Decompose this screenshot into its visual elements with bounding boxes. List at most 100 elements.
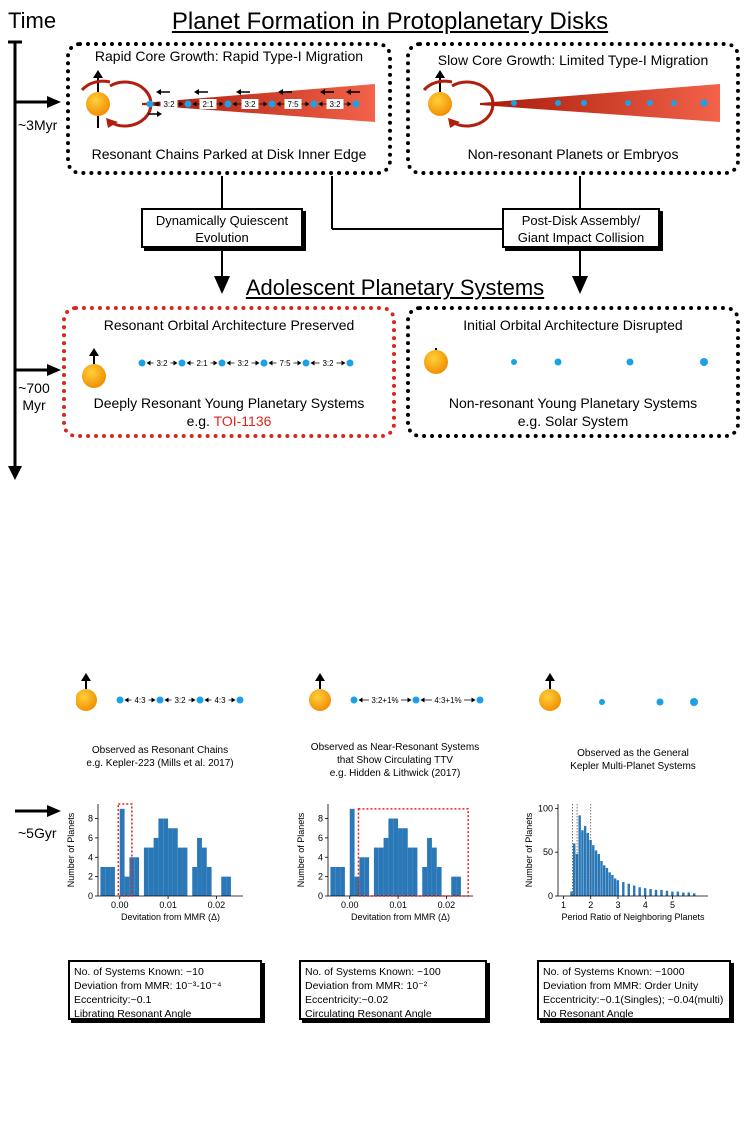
histogram-bar — [608, 872, 611, 896]
histogram-bar — [594, 850, 598, 896]
migration-arrowhead — [320, 89, 325, 95]
histogram-bar — [611, 874, 614, 896]
histogram-bar — [335, 866, 341, 896]
planet-dot — [196, 696, 204, 704]
adolescent-title: Adolescent Planetary Systems — [245, 275, 545, 300]
histogram-bar — [660, 889, 663, 896]
planet-dot — [224, 100, 232, 108]
planet-dot — [350, 696, 358, 704]
histogram-bar — [693, 893, 696, 896]
histogram-bar — [431, 847, 437, 896]
resonance-arrowhead — [164, 697, 169, 703]
histogram-bar — [364, 857, 370, 896]
histogram-bar — [573, 843, 576, 896]
planet-dot — [412, 696, 420, 704]
x-tick-label: 3 — [615, 900, 620, 910]
planet-dot — [476, 696, 484, 704]
ratio-label-bg — [276, 358, 294, 368]
time-marker-700myr: ~700 Myr — [18, 380, 50, 413]
ratio-label-bg — [131, 695, 149, 705]
histogram-bar — [105, 866, 111, 896]
time-arrow-3myr — [15, 96, 61, 108]
planet-dot — [647, 100, 653, 106]
resonance-arrowhead — [347, 101, 352, 107]
ratio-label-bg — [211, 695, 229, 705]
planet-dot — [700, 358, 708, 366]
resonance-arrowhead — [219, 101, 224, 107]
timeline-arrow — [8, 40, 22, 480]
planet-dot — [625, 100, 631, 106]
ratio-label: 7:5 — [287, 100, 299, 109]
toi-1136-link: TOI-1136 — [213, 413, 272, 429]
star-icon — [86, 92, 110, 116]
resonance-arrowhead — [186, 360, 191, 366]
planet-dot — [511, 100, 517, 106]
resonance-arrowhead — [191, 697, 196, 703]
ratio-label: 3:2 — [237, 359, 249, 368]
planet-dot — [346, 359, 354, 367]
ratio-label-bg — [326, 99, 344, 109]
planet-dot — [260, 359, 268, 367]
histogram-bar — [378, 847, 384, 896]
y-tick-label: 2 — [88, 872, 93, 882]
x-tick-label: 0.00 — [111, 900, 129, 910]
planet-dot — [700, 99, 708, 107]
planet-dot — [671, 100, 677, 106]
histogram-bar — [172, 828, 178, 896]
ratio-label: 4:3+1% — [434, 696, 461, 705]
histogram-bar — [402, 828, 408, 896]
histogram-bar — [633, 885, 636, 896]
resonance-arrowhead — [420, 697, 425, 703]
y-tick-label: 6 — [88, 833, 93, 843]
histogram-bar — [148, 847, 154, 896]
ratio-label-bg — [319, 358, 337, 368]
x-tick-label: 2 — [588, 900, 593, 910]
y-tick-label: 2 — [318, 872, 323, 882]
planet-dot — [146, 100, 154, 108]
resonance-arrowhead — [318, 101, 323, 107]
adolescent-panel-resonant — [62, 306, 396, 438]
planet-dot — [599, 699, 605, 705]
migration-arrowhead — [236, 89, 241, 95]
histogram-bar — [456, 876, 461, 896]
star-icon — [539, 689, 561, 711]
histogram-bar — [583, 825, 587, 896]
y-tick-label: 50 — [543, 847, 553, 857]
y-axis-label: Number of Planets — [296, 812, 306, 887]
adolescent-diagram-disrupted — [424, 348, 708, 374]
protoplanetary-disk — [480, 84, 720, 122]
mature-system-3-diagram — [539, 673, 698, 711]
ratio-label: 3:2 — [174, 696, 186, 705]
resonance-arrowhead — [226, 360, 231, 366]
ratio-label: 3:2 — [156, 359, 168, 368]
resonance-arrowhead — [341, 360, 346, 366]
y-axis-label: Number of Planets — [66, 812, 76, 887]
histogram-bar — [682, 892, 685, 896]
x-tick-label: 0.02 — [438, 900, 456, 910]
migration-arrowhead — [157, 111, 162, 117]
histogram-bar — [359, 857, 365, 896]
page-title: Planet Formation in Protoplanetary Disks — [171, 8, 609, 35]
ratio-label: 3:2+1% — [371, 696, 398, 705]
ratio-label: 7:5 — [279, 359, 291, 368]
adolescent-panel-resonant-example: e.g. TOI-1136 — [186, 413, 272, 429]
ratio-label: 3:2 — [163, 100, 175, 109]
histogram-bar — [616, 880, 620, 896]
histogram-bar — [687, 892, 690, 896]
resonance-arrowhead — [192, 101, 197, 107]
planet-dot — [236, 696, 244, 704]
resonance-arrowhead — [146, 360, 151, 366]
histogram-bar — [412, 847, 418, 896]
histogram-bar — [197, 837, 202, 896]
resonance-arrowhead — [124, 697, 129, 703]
ratio-label: 3:2 — [322, 359, 334, 368]
info-box-kepler-multi: No. of Systems Known: ~1000 Deviation fr… — [537, 960, 731, 1020]
histogram-bar — [383, 837, 389, 896]
time-marker-3myr: ~3Myr — [18, 117, 58, 133]
resonance-arrowhead — [407, 697, 412, 703]
adolescent-panel-disrupted-example: e.g. Solar System — [517, 413, 629, 429]
